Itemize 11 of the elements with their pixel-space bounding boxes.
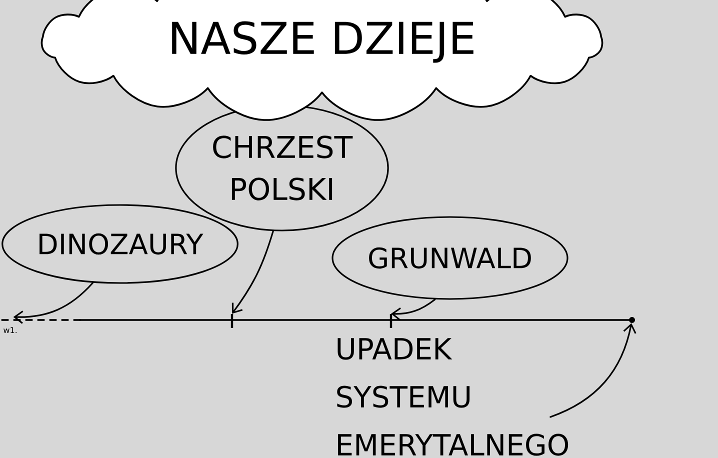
tick-mark [230,314,234,328]
tick-mark [390,314,392,328]
speech-bubble: GRUNWALD [332,216,568,300]
speech-bubble: DINOZAURY [2,204,238,284]
timeline-caption: UPADEK SYSTEMU EMERYTALNEGO [337,338,568,456]
arrow [391,298,436,321]
arrow [232,230,274,314]
timeline-label: w1. [4,327,17,334]
speech-bubble: CHRZEST POLSKI [175,104,389,232]
arrow [550,323,636,418]
arrow [13,282,94,324]
